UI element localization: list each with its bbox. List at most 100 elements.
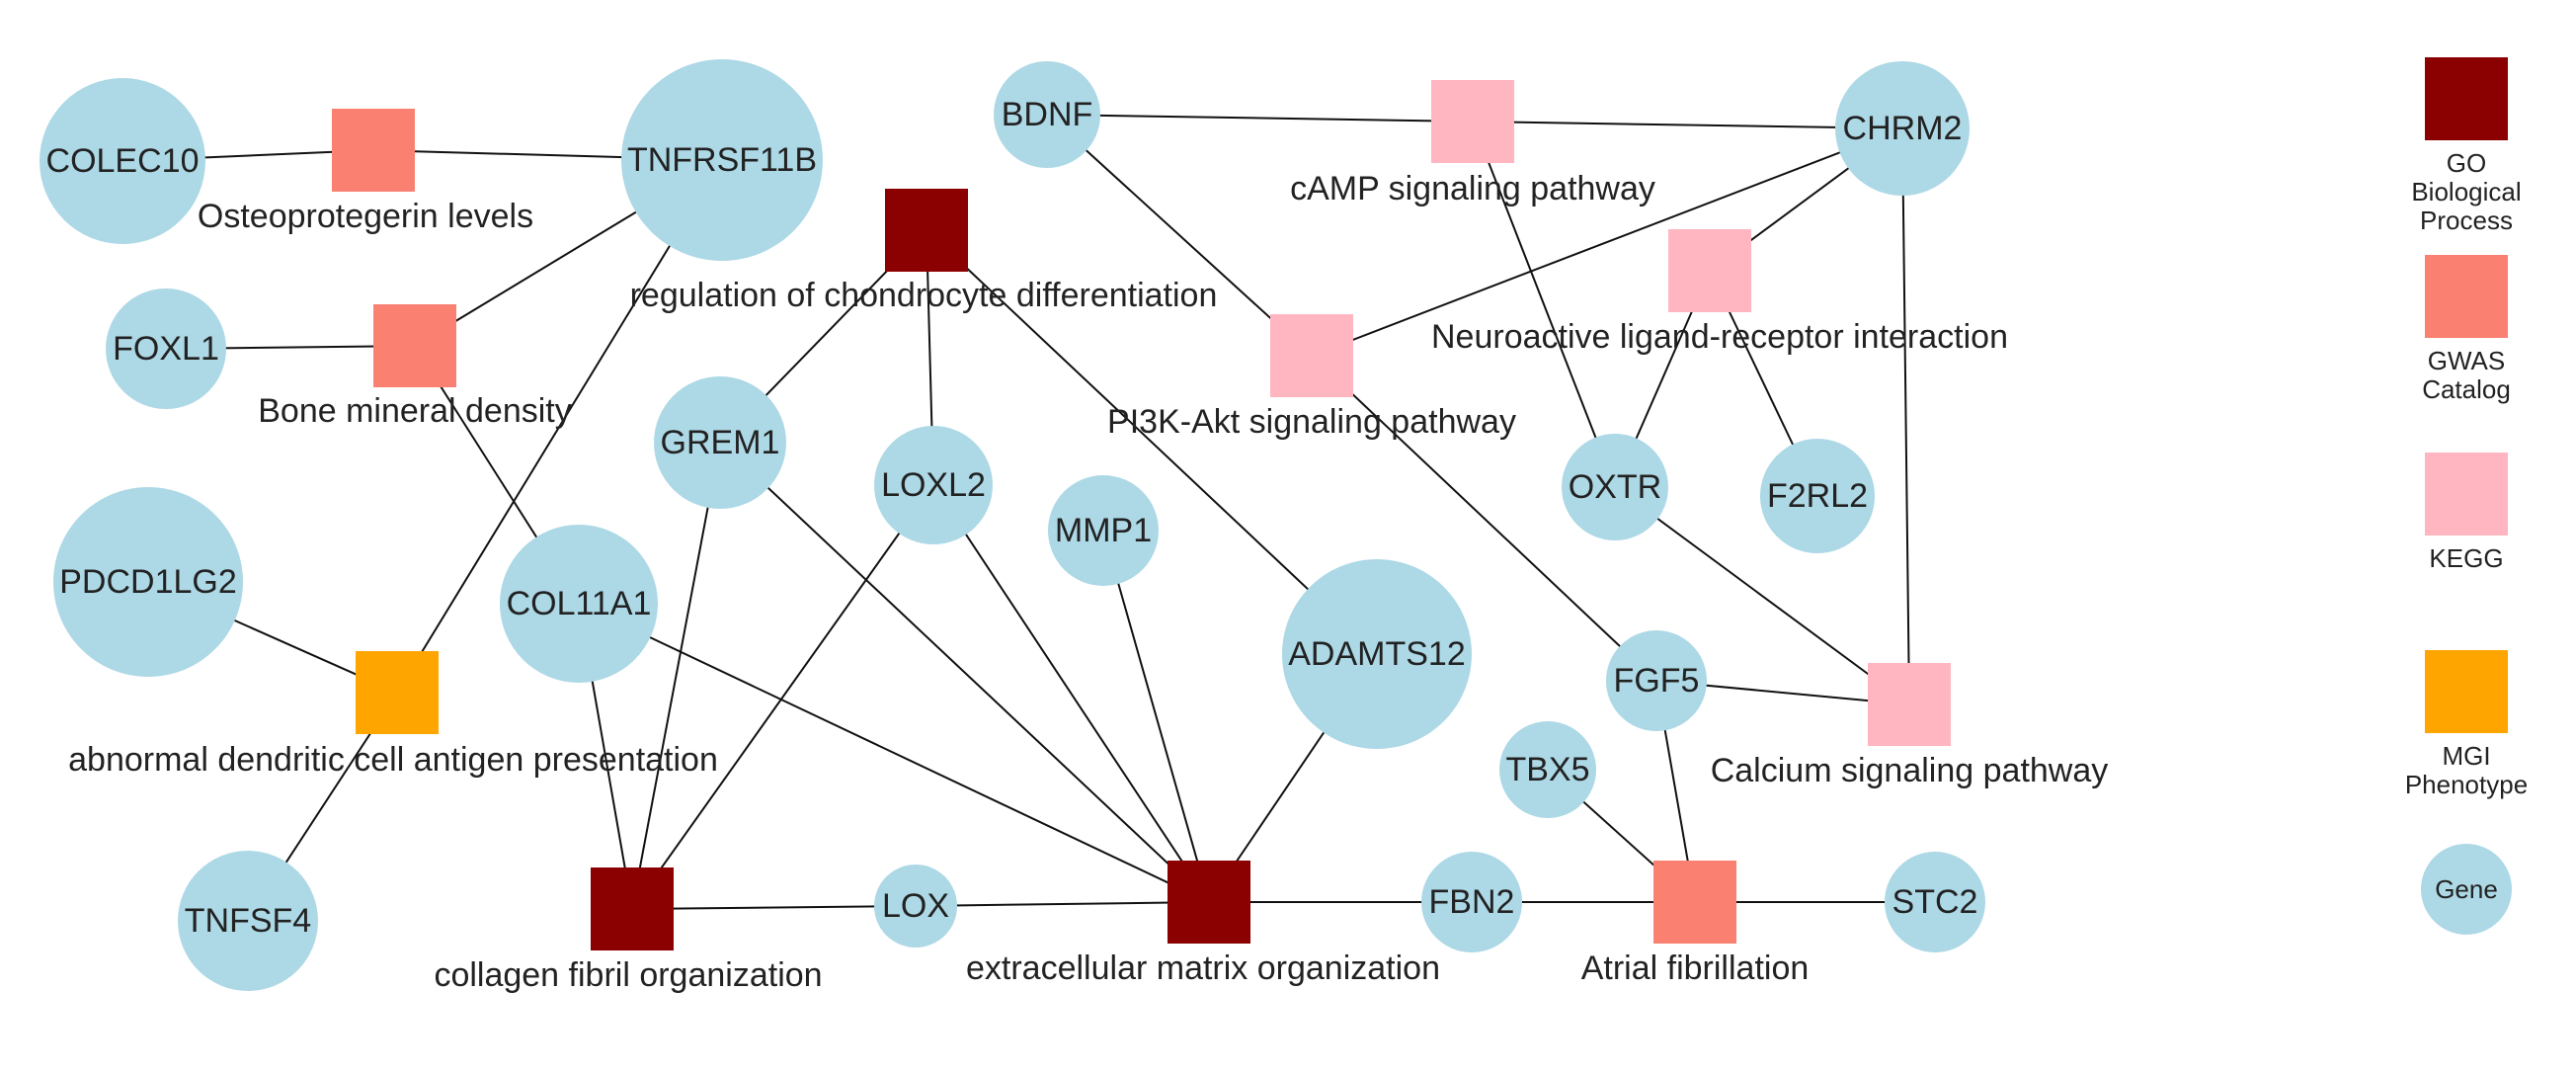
gene-node-fbn2[interactable]	[1421, 852, 1522, 952]
term-label-calcium: Calcium signaling pathway	[1711, 752, 2109, 789]
legend-label-line: GO	[2447, 148, 2486, 178]
term-node-chondro[interactable]	[885, 189, 968, 272]
gene-label-mmp1: MMP1	[1055, 512, 1152, 549]
gene-node-fgf5[interactable]	[1606, 630, 1707, 731]
edge-chrm2-calcium	[1901, 127, 1910, 705]
edge-pi3k-chrm2	[1311, 127, 1903, 357]
term-node-camp[interactable]	[1431, 80, 1514, 163]
edge-grem1-ecm	[719, 442, 1210, 903]
gene-label-tnfrsf11b: TNFRSF11B	[627, 141, 817, 179]
term-label-neuro: Neuroactive ligand-receptor interaction	[1431, 318, 2008, 356]
edges-layer	[121, 114, 1935, 922]
gene-node-grem1[interactable]	[654, 376, 786, 509]
gene-label-lox: LOX	[882, 887, 949, 925]
term-label-chondro: regulation of chondrocyte differentiatio…	[630, 277, 1218, 314]
gene-label-oxtr: OXTR	[1569, 468, 1661, 506]
gene-node-bdnf[interactable]	[994, 61, 1100, 168]
term-node-ecm[interactable]	[1167, 861, 1250, 944]
gene-label-loxl2: LOXL2	[881, 466, 986, 504]
legend-label-line: Biological	[2411, 177, 2521, 206]
gene-node-colec10[interactable]	[40, 78, 205, 244]
legend-label-line: Gene	[2435, 874, 2498, 904]
edge-oxtr-calcium	[1614, 486, 1910, 705]
edge-mmp1-ecm	[1102, 530, 1210, 903]
gene-node-foxl1[interactable]	[106, 289, 226, 409]
legend-label-gene: Gene	[2435, 874, 2498, 904]
edge-col11a1-ecm	[578, 603, 1210, 903]
legend-label-kegg: KEGG	[2429, 543, 2503, 573]
edge-collagen-lox	[631, 905, 917, 910]
edge-bdnf-camp	[1046, 114, 1474, 123]
gene-node-stc2[interactable]	[1885, 852, 1985, 952]
gene-node-tnfrsf11b[interactable]	[621, 59, 823, 261]
term-node-neuro[interactable]	[1668, 229, 1751, 312]
legend-swatch-go	[2425, 57, 2508, 140]
edge-camp-oxtr	[1472, 121, 1616, 488]
gene-label-pdcd1lg2: PDCD1LG2	[59, 563, 237, 601]
gene-label-fbn2: FBN2	[1429, 883, 1515, 921]
legend-label-line: MGI	[2442, 741, 2490, 771]
term-node-osteoprotegerin[interactable]	[332, 109, 415, 192]
legend-item-gene: Gene	[2421, 844, 2512, 935]
gene-node-pdcd1lg2[interactable]	[53, 487, 243, 677]
gene-label-bdnf: BDNF	[1002, 96, 1093, 133]
gene-node-tnfsf4[interactable]	[178, 851, 318, 991]
legend-swatch-gene	[2421, 844, 2512, 935]
gene-node-lox[interactable]	[874, 865, 957, 948]
legend-label-line: GWAS	[2428, 346, 2505, 375]
gene-node-oxtr[interactable]	[1562, 434, 1668, 540]
edge-camp-chrm2	[1472, 121, 1903, 129]
legend-swatch-mgi	[2425, 650, 2508, 733]
gene-node-adamts12[interactable]	[1282, 559, 1472, 749]
gene-node-mmp1[interactable]	[1048, 475, 1159, 586]
gene-label-foxl1: FOXL1	[113, 330, 219, 368]
term-node-dendritic[interactable]	[356, 651, 439, 734]
term-node-afib[interactable]	[1653, 861, 1736, 944]
term-label-collagen: collagen fibril organization	[434, 956, 822, 994]
gene-label-chrm2: CHRM2	[1843, 110, 1963, 147]
term-label-dendritic: abnormal dendritic cell antigen presenta…	[68, 741, 718, 779]
term-node-collagen[interactable]	[591, 867, 674, 950]
edge-chondro-adamts12	[926, 229, 1378, 655]
term-node-bmd[interactable]	[373, 304, 456, 387]
edge-grem1-collagen	[631, 442, 721, 910]
term-label-pi3k: PI3K-Akt signaling pathway	[1107, 403, 1516, 441]
term-label-afib: Atrial fibrillation	[1581, 949, 1810, 987]
gene-label-grem1: GREM1	[661, 424, 780, 461]
gene-node-col11a1[interactable]	[500, 525, 658, 683]
gene-label-col11a1: COL11A1	[507, 585, 652, 622]
gene-node-tbx5[interactable]	[1499, 721, 1596, 818]
term-label-ecm: extracellular matrix organization	[966, 949, 1440, 987]
edge-tnfrsf11b-dendritic	[396, 159, 723, 694]
gene-node-f2rl2[interactable]	[1760, 439, 1875, 553]
term-label-bmd: Bone mineral density	[258, 392, 572, 430]
edge-bdnf-pi3k	[1046, 114, 1313, 357]
term-node-pi3k[interactable]	[1270, 314, 1353, 397]
gene-label-tbx5: TBX5	[1505, 751, 1589, 788]
gene-label-f2rl2: F2RL2	[1767, 477, 1868, 515]
gene-label-stc2: STC2	[1892, 883, 1978, 921]
legend-item-kegg: KEGG	[2425, 453, 2508, 573]
edge-pi3k-fgf5	[1311, 355, 1657, 682]
legend-swatch-kegg	[2425, 453, 2508, 536]
term-node-calcium[interactable]	[1868, 663, 1951, 746]
edge-loxl2-ecm	[932, 484, 1210, 903]
nodes-layer	[40, 59, 1985, 991]
gene-node-chrm2[interactable]	[1835, 61, 1970, 196]
gene-node-loxl2[interactable]	[874, 426, 993, 544]
edge-lox-ecm	[915, 901, 1210, 907]
gene-label-colec10: COLEC10	[46, 142, 200, 180]
legend-label-line: KEGG	[2429, 543, 2503, 573]
term-label-camp: cAMP signaling pathway	[1290, 170, 1655, 207]
edge-loxl2-collagen	[631, 484, 934, 910]
gene-label-fgf5: FGF5	[1614, 662, 1700, 700]
